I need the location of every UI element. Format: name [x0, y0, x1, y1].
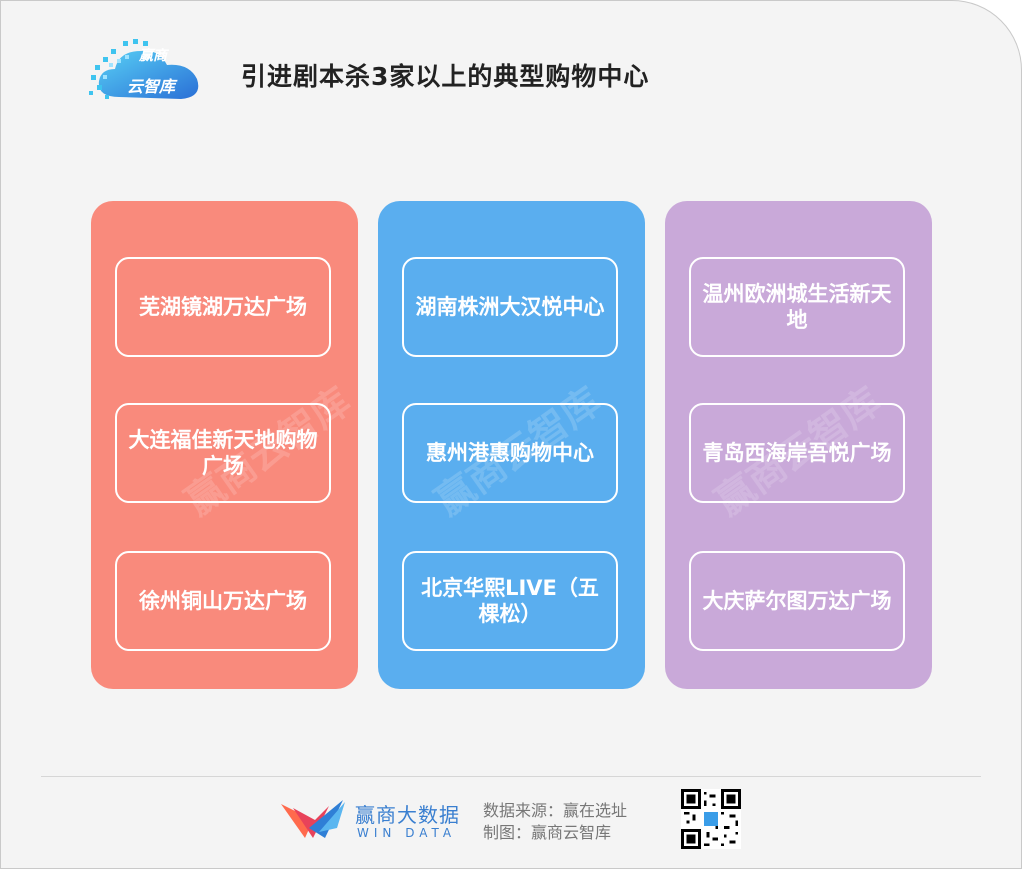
column-purple: 温州欧洲城生活新天地 青岛西海岸吾悦广场 大庆萨尔图万达广场	[665, 201, 932, 689]
logo-text-line1: 赢商	[139, 48, 167, 64]
mall-card: 芜湖镜湖万达广场	[115, 257, 331, 357]
chart-maker-line: 制图：赢商云智库	[483, 823, 612, 842]
mall-card: 惠州港惠购物中心	[402, 403, 618, 503]
mall-card: 温州欧洲城生活新天地	[689, 257, 905, 357]
mall-card: 大庆萨尔图万达广场	[689, 551, 905, 651]
logo-text-line2: 云智库	[127, 77, 176, 96]
data-source-line: 数据来源：赢在选址	[483, 801, 628, 820]
brand-subtitle: WIN DATA	[357, 826, 457, 840]
cloud-logo-icon	[89, 39, 199, 99]
column-blue: 湖南株洲大汉悦中心 惠州港惠购物中心 北京华熙LIVE（五棵松）	[378, 201, 645, 689]
win-data-logo-icon	[281, 800, 345, 838]
brand-name: 赢商大数据	[355, 803, 460, 827]
mall-card: 青岛西海岸吾悦广场	[689, 403, 905, 503]
source-text: 数据来源：赢在选址 制图：赢商云智库	[483, 800, 627, 844]
mall-card: 湖南株洲大汉悦中心	[402, 257, 618, 357]
footer-divider	[41, 776, 981, 777]
mall-card: 北京华熙LIVE（五棵松）	[402, 551, 618, 651]
yingshang-cloud-logo: 赢商 云智库	[89, 35, 209, 107]
qr-code-icon	[681, 789, 741, 849]
mall-card: 大连福佳新天地购物广场	[115, 403, 331, 503]
mall-card: 徐州铜山万达广场	[115, 551, 331, 651]
column-red: 芜湖镜湖万达广场 大连福佳新天地购物广场 徐州铜山万达广场	[91, 201, 358, 689]
page-title: 引进剧本杀3家以上的典型购物中心	[241, 62, 650, 91]
